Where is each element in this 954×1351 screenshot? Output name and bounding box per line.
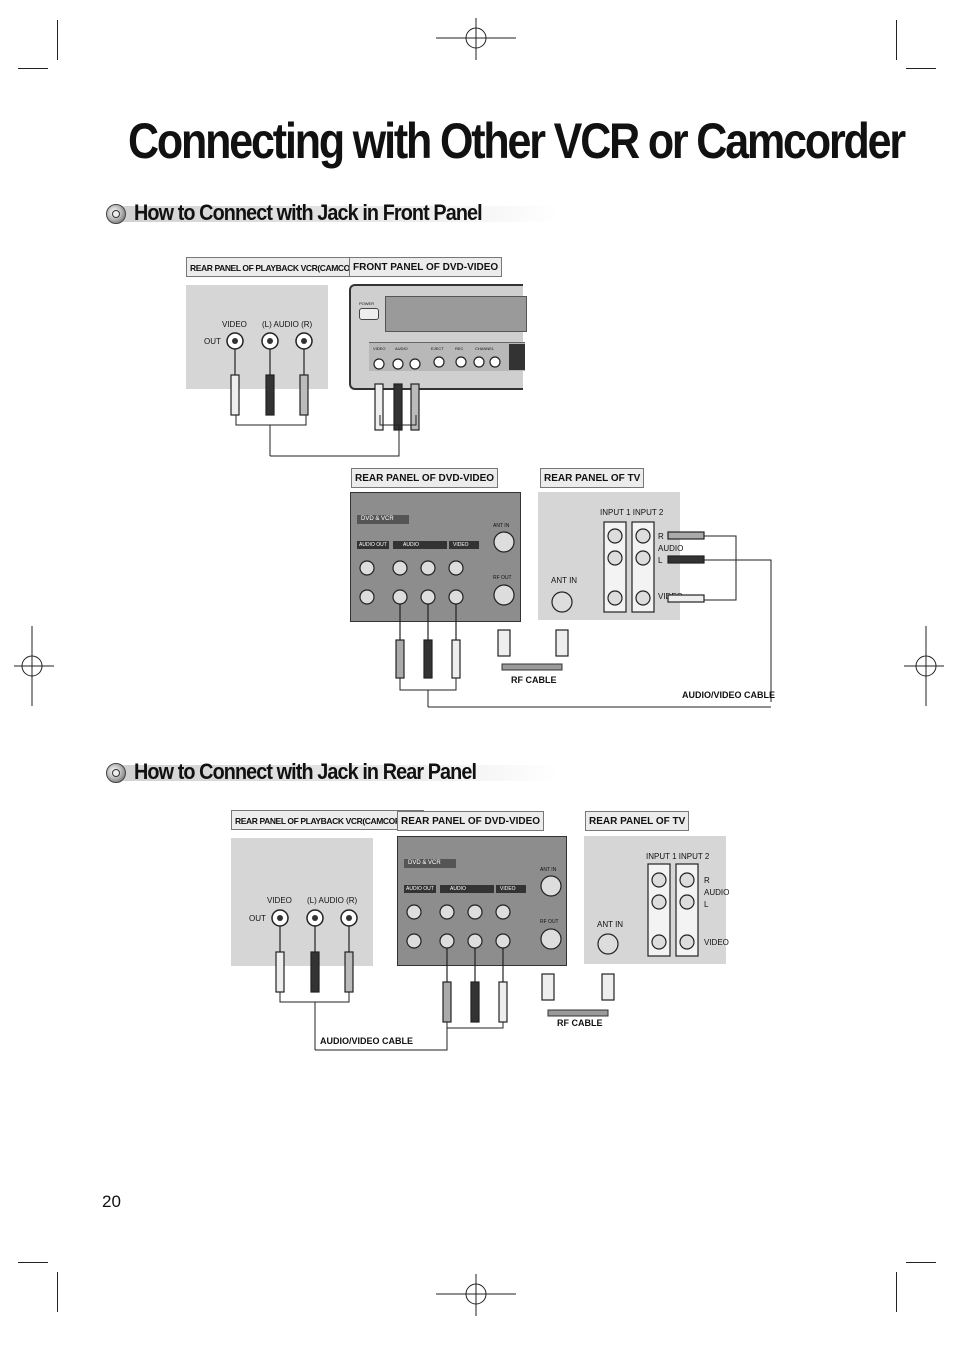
dvd-rear-jacks-1: [359, 531, 515, 679]
video-jack-label-2: VIDEO: [267, 896, 292, 905]
tv-r-label: R: [658, 532, 664, 541]
channel-label: CHANNEL: [475, 346, 495, 351]
tv-video-label-2: VIDEO: [704, 938, 729, 947]
label-playback-rear-2: REAR PANEL OF PLAYBACK VCR(CAMCORDER): [231, 810, 424, 830]
dvd-rear-panel-2: DVD & VCR AUDIO OUT AUDIO VIDEO ANT IN R…: [397, 836, 567, 966]
label-dvd-front: FRONT PANEL OF DVD-VIDEO: [349, 257, 503, 277]
front-audio-label: AUDIO: [395, 346, 408, 351]
registration-mark-top: [436, 18, 516, 60]
audio-jack-label: (L) AUDIO (R): [262, 320, 313, 329]
front-av-cable: [235, 415, 417, 457]
section-heading-front-text: How to Connect with Jack in Front Panel: [134, 200, 483, 225]
label-dvd-rear-1: REAR PANEL OF DVD-VIDEO: [351, 468, 499, 488]
out-label-2: OUT: [249, 914, 266, 923]
video-label-2: VIDEO: [496, 885, 526, 893]
ant-in-label-2: ANT IN: [540, 867, 557, 873]
dvd-rear-panel-1: DVD & VCR AUDIO OUT AUDIO VIDEO ANT IN R…: [350, 492, 521, 622]
rf-out-label: RF OUT: [493, 575, 512, 581]
section-heading-rear-text: How to Connect with Jack in Rear Panel: [134, 759, 477, 784]
eject-label: EJECT: [431, 346, 444, 351]
tv-audio-label: AUDIO: [658, 544, 684, 553]
tv-ant-in-label: ANT IN: [551, 576, 578, 585]
page-title: Connecting with Other VCR or Camcorder: [128, 113, 906, 169]
registration-mark-left: [14, 626, 54, 706]
audio-out-label-2: AUDIO OUT: [404, 885, 436, 893]
dvd-front-jacks: [373, 356, 501, 431]
av-cable-label-2: AUDIO/VIDEO CABLE: [320, 1036, 414, 1046]
dvd-vcr-header: DVD & VCR: [357, 515, 409, 524]
tv-inputs-label: INPUT 1 INPUT 2: [600, 508, 664, 517]
rf-cable-label-1: RF CABLE: [511, 675, 557, 685]
registration-mark-right: [904, 626, 944, 706]
tv-l-label-2: L: [704, 900, 709, 909]
out-label: OUT: [204, 337, 221, 346]
audio-label-2: AUDIO: [440, 885, 494, 893]
ant-in-label: ANT IN: [493, 523, 510, 529]
dvd-front-panel: POWER VIDEO AUDIO EJECT REC CHANNEL: [349, 284, 527, 390]
dvd-vcr-header-2: DVD & VCR: [404, 859, 456, 868]
tv-l-label: L: [658, 556, 663, 565]
video-label: VIDEO: [449, 541, 479, 549]
playback-jacks-front: [226, 332, 313, 416]
av-cable-label-1: AUDIO/VIDEO CABLE: [682, 690, 776, 700]
tv-ant-in-label-2: ANT IN: [597, 920, 624, 929]
bullet-icon: [106, 204, 126, 224]
section-heading-front: How to Connect with Jack in Front Panel: [100, 200, 570, 227]
label-tv-rear-1: REAR PANEL OF TV: [540, 468, 645, 488]
rear-cables-2: [314, 1002, 609, 1051]
front-video-label: VIDEO: [373, 346, 386, 351]
audio-label: AUDIO: [393, 541, 447, 549]
section-heading-rear: How to Connect with Jack in Rear Panel: [100, 759, 570, 786]
rf-cable-label-2: RF CABLE: [557, 1018, 603, 1028]
bullet-icon: [106, 763, 126, 783]
rf-out-label-2: RF OUT: [540, 919, 559, 925]
tv-jacks-2: [597, 863, 699, 1001]
audio-out-label: AUDIO OUT: [357, 541, 389, 549]
page-number: 20: [102, 1192, 121, 1211]
audio-jack-label-2: (L) AUDIO (R): [307, 896, 358, 905]
rear-cables-1: [399, 663, 771, 708]
label-dvd-rear-2: REAR PANEL OF DVD-VIDEO: [397, 811, 545, 831]
power-label: POWER: [359, 301, 375, 306]
tv-inputs-label-2: INPUT 1 INPUT 2: [646, 852, 710, 861]
tv-audio-label-2: AUDIO: [704, 888, 730, 897]
tv-jacks-1: [551, 521, 772, 702]
playback-jacks-rear: [271, 909, 358, 1003]
registration-mark-bottom: [436, 1274, 516, 1316]
label-tv-rear-2: REAR PANEL OF TV: [585, 811, 690, 831]
rec-label: REC: [455, 346, 464, 351]
tv-r-label-2: R: [704, 876, 710, 885]
video-jack-label: VIDEO: [222, 320, 247, 329]
dvd-rear-jacks-2: [406, 875, 562, 1023]
